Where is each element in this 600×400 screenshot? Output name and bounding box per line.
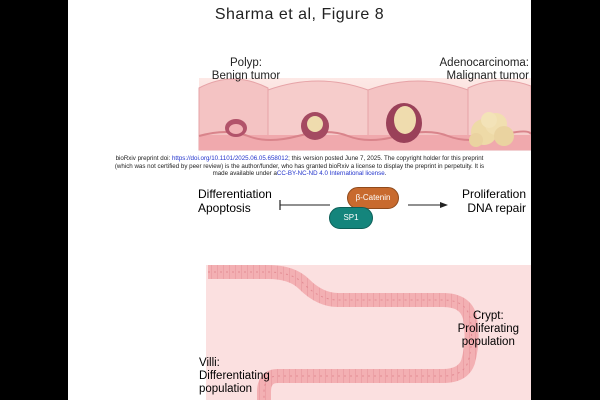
notice-line-2: (which was not certified by peer review)… xyxy=(114,162,485,170)
lesion-early-core xyxy=(229,124,243,134)
adeno-label-line: Adenocarcinoma: xyxy=(439,57,530,69)
villi-label: Villi: Differentiating population xyxy=(199,357,270,396)
villi-label-line: Differentiating xyxy=(199,370,270,382)
adenocarcinoma-label: Adenocarcinoma: Malignant tumor xyxy=(440,57,530,83)
colon-illustration xyxy=(198,78,531,151)
polyp-label: Polyp: Benign tumor xyxy=(206,57,286,83)
activation-arrowhead xyxy=(440,202,448,208)
notice-text: made available under a xyxy=(212,170,277,178)
preprint-notice: bioRxiv preprint doi: https://doi.org/10… xyxy=(68,155,531,178)
proliferation-label: Proliferation DNA repair xyxy=(462,187,526,215)
polyp-label-line: Polyp: xyxy=(230,57,262,69)
crypt-label: Crypt: Proliferating population xyxy=(458,310,519,349)
beta-catenin-pill: β-Catenin xyxy=(347,187,399,209)
diff-label-line: Differentiation xyxy=(198,187,272,201)
crypt-label-line: Crypt: xyxy=(472,310,504,322)
notice-text: ; this version posted June 7, 2025. The … xyxy=(288,155,484,162)
villi-label-line: Villi: xyxy=(199,357,220,369)
license-link[interactable]: CC-BY-NC-ND 4.0 International license xyxy=(276,170,385,178)
crypt-label-line: Proliferating xyxy=(457,323,519,335)
adeno-label-line: Malignant tumor xyxy=(446,70,529,82)
polyp-core xyxy=(307,116,323,132)
villi-label-line: population xyxy=(199,383,253,395)
notice-line-3: made available under aCC-BY-NC-ND 4.0 In… xyxy=(68,170,531,178)
doi-link[interactable]: https://doi.org/10.1101/2025.06.05.65801… xyxy=(171,155,289,162)
diff-label-line: Apoptosis xyxy=(198,201,251,215)
large-core xyxy=(394,106,416,134)
notice-line-1: bioRxiv preprint doi: https://doi.org/10… xyxy=(68,155,531,163)
prolif-label-line: Proliferation xyxy=(461,187,526,201)
differentiation-label: Differentiation Apoptosis xyxy=(198,187,272,215)
notice-text: bioRxiv preprint doi: xyxy=(115,155,172,162)
sp1-pill: SP1 xyxy=(329,207,373,229)
figure-page: Sharma et al, Figure 8 xyxy=(68,0,531,400)
adenocarcinoma-mass xyxy=(469,112,514,147)
figure-title: Sharma et al, Figure 8 xyxy=(214,6,385,23)
polyp-label-line: Benign tumor xyxy=(211,70,281,82)
notice-text: . xyxy=(384,170,387,178)
prolif-label-line: DNA repair xyxy=(467,201,526,215)
crypt-label-line: population xyxy=(461,336,515,348)
